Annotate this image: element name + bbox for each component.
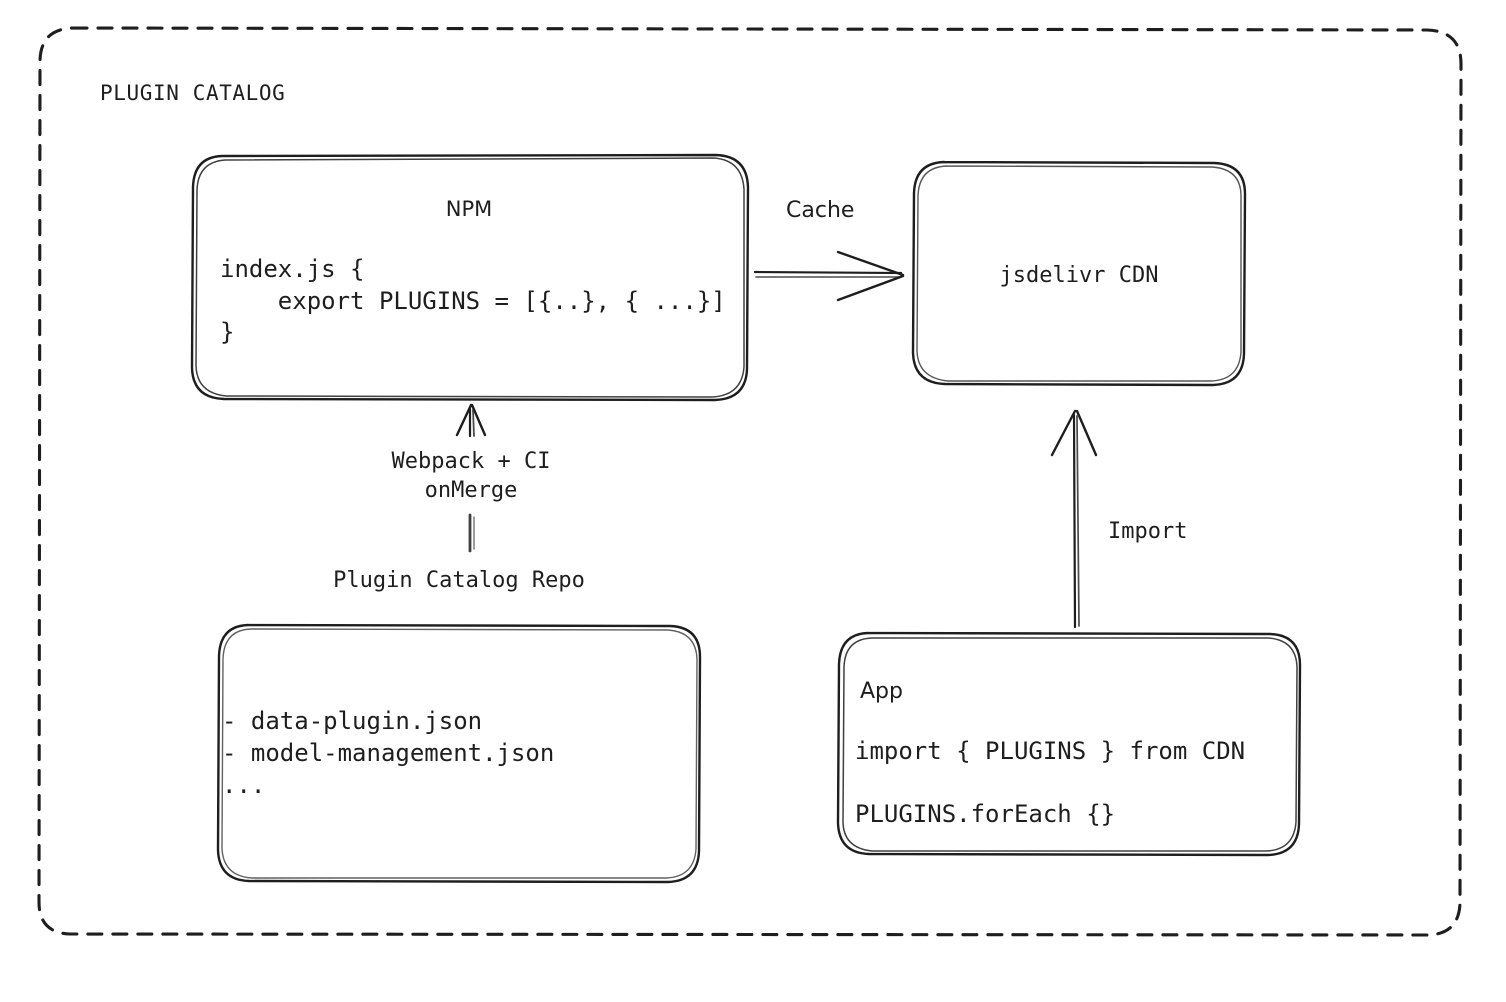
edge-label-webpack-ci-onmerge: Webpack + CI onMerge [391, 449, 551, 504]
app-node-foreach-line: PLUGINS.forEach {} [855, 800, 1116, 828]
repo-node-title: Plugin Catalog Repo [333, 568, 585, 593]
edge-npm-to-cdn [753, 250, 905, 302]
frame-title: PLUGIN CATALOG [100, 81, 286, 105]
edge-app-to-cdn [1050, 409, 1098, 629]
edge-label-import: Import [1108, 519, 1188, 544]
app-node-title: App [860, 679, 903, 704]
npm-node-title: NPM [445, 197, 493, 221]
cdn-node-title: jsdelivr CDN [999, 263, 1159, 288]
repo-node-file-list: - data-plugin.json - model-management.js… [222, 707, 555, 799]
app-node-import-line: import { PLUGINS } from CDN [855, 737, 1246, 765]
edge-label-cache: Cache [786, 198, 855, 223]
npm-node-code: index.js { export PLUGINS = [{..}, { ...… [220, 255, 726, 347]
